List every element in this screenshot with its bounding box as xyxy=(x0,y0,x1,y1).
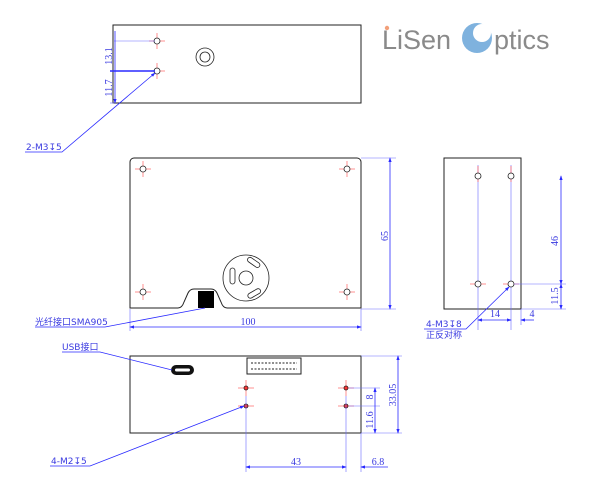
callout-4-m3: 4-M3↧8 xyxy=(426,320,462,330)
dim-33-05: 33.05 xyxy=(388,384,399,407)
callout-symmetric: 正反对称 xyxy=(426,329,462,341)
front-view: 65 100 光纤接口SMA905 xyxy=(35,157,396,331)
lisen-optics-logo: LiSen ptics xyxy=(382,23,550,55)
sma-connector-inner xyxy=(199,51,211,63)
mount-holes-front xyxy=(135,161,355,300)
top-view-body xyxy=(112,24,362,104)
dim-4: 4 xyxy=(530,309,535,320)
dim-11-5: 11.5 xyxy=(550,287,561,304)
callout-sma905: 光纤接口SMA905 xyxy=(35,316,108,328)
callout-4-m2: 4-M2↧5 xyxy=(51,457,87,467)
mount-holes-side xyxy=(470,166,519,288)
callout-2-m3: 2-M3↧5 xyxy=(26,143,62,153)
dim-65: 65 xyxy=(380,231,391,241)
sensor-window xyxy=(222,254,270,302)
sma-port-block xyxy=(198,291,214,308)
logo-dot xyxy=(384,25,390,31)
logo-text-left: LiSen xyxy=(382,25,451,55)
dim-46: 46 xyxy=(550,236,561,246)
dim-14: 14 xyxy=(490,309,500,320)
pin-header-connector xyxy=(246,357,302,375)
logo-o-inner xyxy=(473,24,491,42)
dim-11-6: 11.6 xyxy=(365,411,376,428)
bottom-view: 8 11.6 33.05 43 6.8 USB接口 4-M2↧5 xyxy=(50,341,402,472)
dim-43: 43 xyxy=(291,457,301,468)
bottom-view-body xyxy=(129,355,362,434)
top-view: 13.1 11.7 2-M3↧5 xyxy=(25,24,362,153)
dim-8: 8 xyxy=(365,395,376,400)
mount-holes-bottom xyxy=(238,380,354,409)
dim-100: 100 xyxy=(241,317,256,328)
dim-13-1: 13.1 xyxy=(104,47,115,65)
logo-text-right: ptics xyxy=(494,25,550,55)
dim-6-8: 6.8 xyxy=(372,457,385,468)
dim-11-7: 11.7 xyxy=(104,79,115,96)
callout-usb-port: USB接口 xyxy=(62,341,98,353)
side-view: 46 11.5 14 4 4-M3↧8 正反对称 xyxy=(424,157,566,341)
front-view-body xyxy=(129,157,362,309)
